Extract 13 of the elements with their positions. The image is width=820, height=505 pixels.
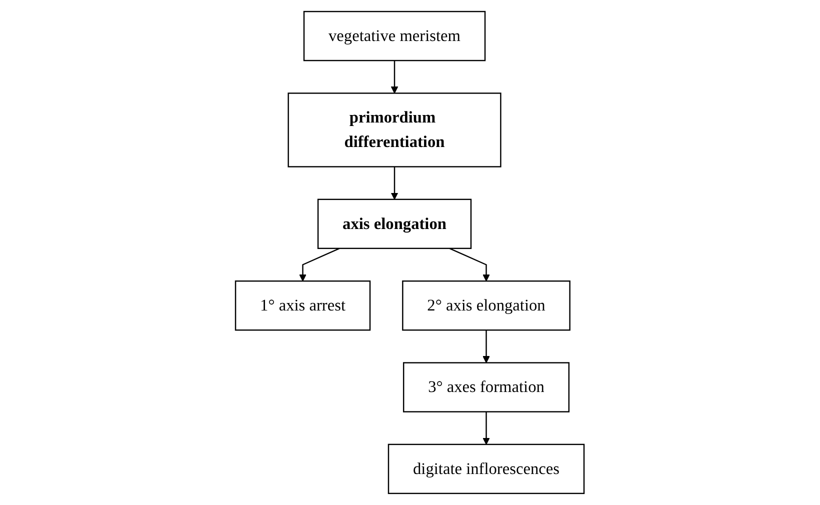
node-box: axis elongation [318, 198, 472, 250]
arrow [391, 60, 398, 94]
arrow [482, 412, 490, 445]
arrow [450, 248, 490, 282]
node-box: digitate inflorescences [388, 444, 585, 494]
arrow [299, 248, 340, 282]
arrow [482, 330, 490, 364]
arrow [391, 166, 398, 200]
node-box: 3° axes formation [403, 362, 570, 412]
node-box: primordium differentiation [288, 92, 502, 168]
node-box: 1° axis arrest [235, 280, 371, 331]
node-box: vegetative meristem [304, 10, 486, 62]
node-box: 2° axis elongation [402, 280, 571, 331]
